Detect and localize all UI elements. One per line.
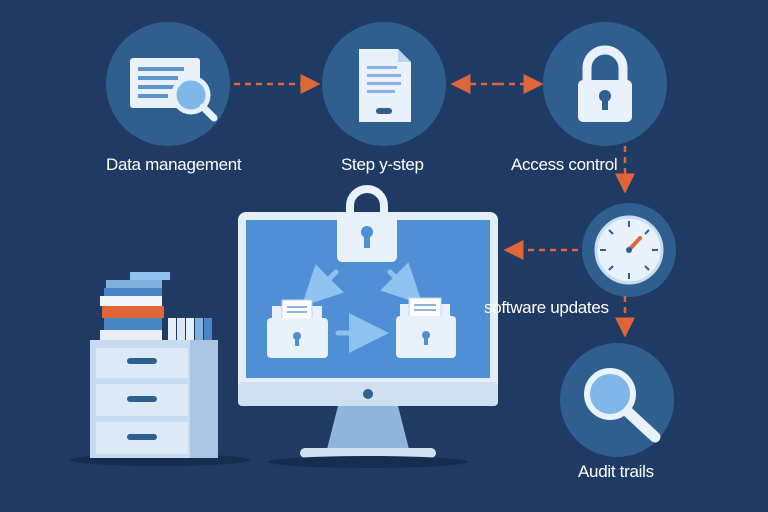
step-by-step-node (322, 22, 446, 146)
document-magnifier-icon (130, 58, 218, 122)
screen-arrows (301, 262, 423, 353)
filing-cabinet (70, 340, 250, 466)
screen-padlock-icon (337, 185, 397, 262)
connector-arrows (234, 74, 635, 338)
software-updates-label: software updates (484, 298, 609, 317)
audit-trails-label: Audit trails (578, 462, 654, 481)
locked-folder-left-icon (267, 299, 328, 358)
data-management-label: Data management (106, 155, 242, 174)
padlock-icon (578, 45, 632, 122)
document-icon (359, 49, 411, 122)
computer-monitor (238, 185, 498, 468)
step-by-step-label: Step y-step (341, 155, 424, 174)
locked-folder-right-icon (396, 297, 456, 358)
software-updates-node (582, 203, 676, 297)
gauge-icon (594, 215, 664, 285)
book-stack (100, 272, 212, 340)
access-control-node (543, 22, 667, 146)
audit-trails-node (560, 343, 674, 457)
access-control-label: Access control (511, 155, 618, 174)
data-management-node (106, 22, 230, 146)
magnifying-glass-icon (584, 368, 661, 443)
